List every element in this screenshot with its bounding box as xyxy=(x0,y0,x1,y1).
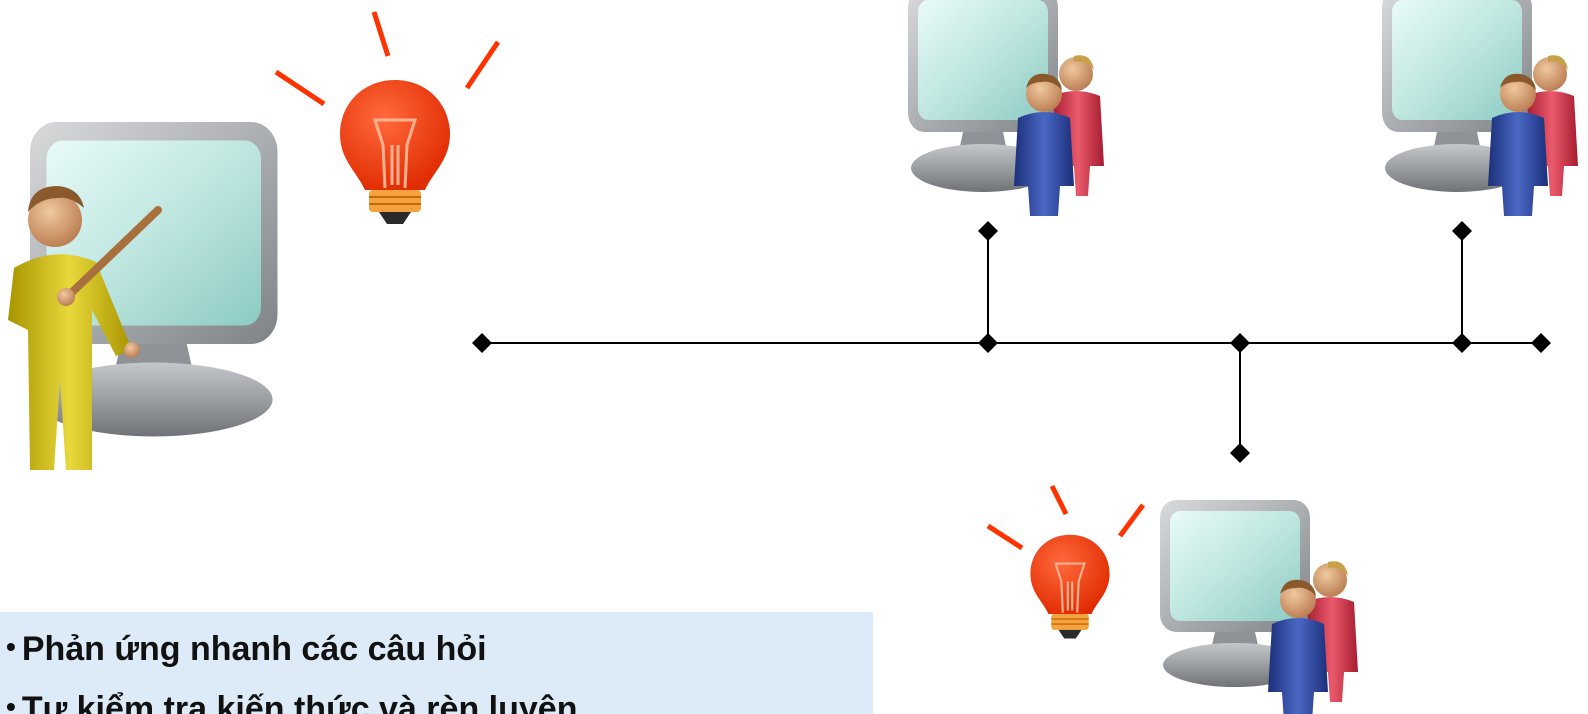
bullet-symbol: • xyxy=(6,631,16,662)
bullet-item: •Tự kiểm tra kiến thức và rèn luyện xyxy=(6,690,577,714)
network-bus xyxy=(482,231,1541,453)
bullet-text: Phản ứng nhanh các câu hỏi xyxy=(21,630,487,668)
bullet-symbol: • xyxy=(6,691,16,714)
teacher-computer-icon xyxy=(8,122,278,470)
caption-box: •Phản ứng nhanh các câu hỏi •Tự kiểm tra… xyxy=(0,612,873,714)
bullet-item: •Phản ứng nhanh các câu hỏi xyxy=(6,630,487,669)
bullet-text: Tự kiểm tra kiến thức và rèn luyện xyxy=(21,690,578,714)
student-computer-icon xyxy=(1382,0,1578,216)
student-computer-icon xyxy=(908,0,1104,216)
lightbulb-icon xyxy=(986,484,1146,640)
teacher-figure xyxy=(8,186,162,470)
lightbulb-icon xyxy=(274,11,501,226)
network-nodes xyxy=(472,221,1551,463)
student-computer-icon xyxy=(1160,500,1358,714)
